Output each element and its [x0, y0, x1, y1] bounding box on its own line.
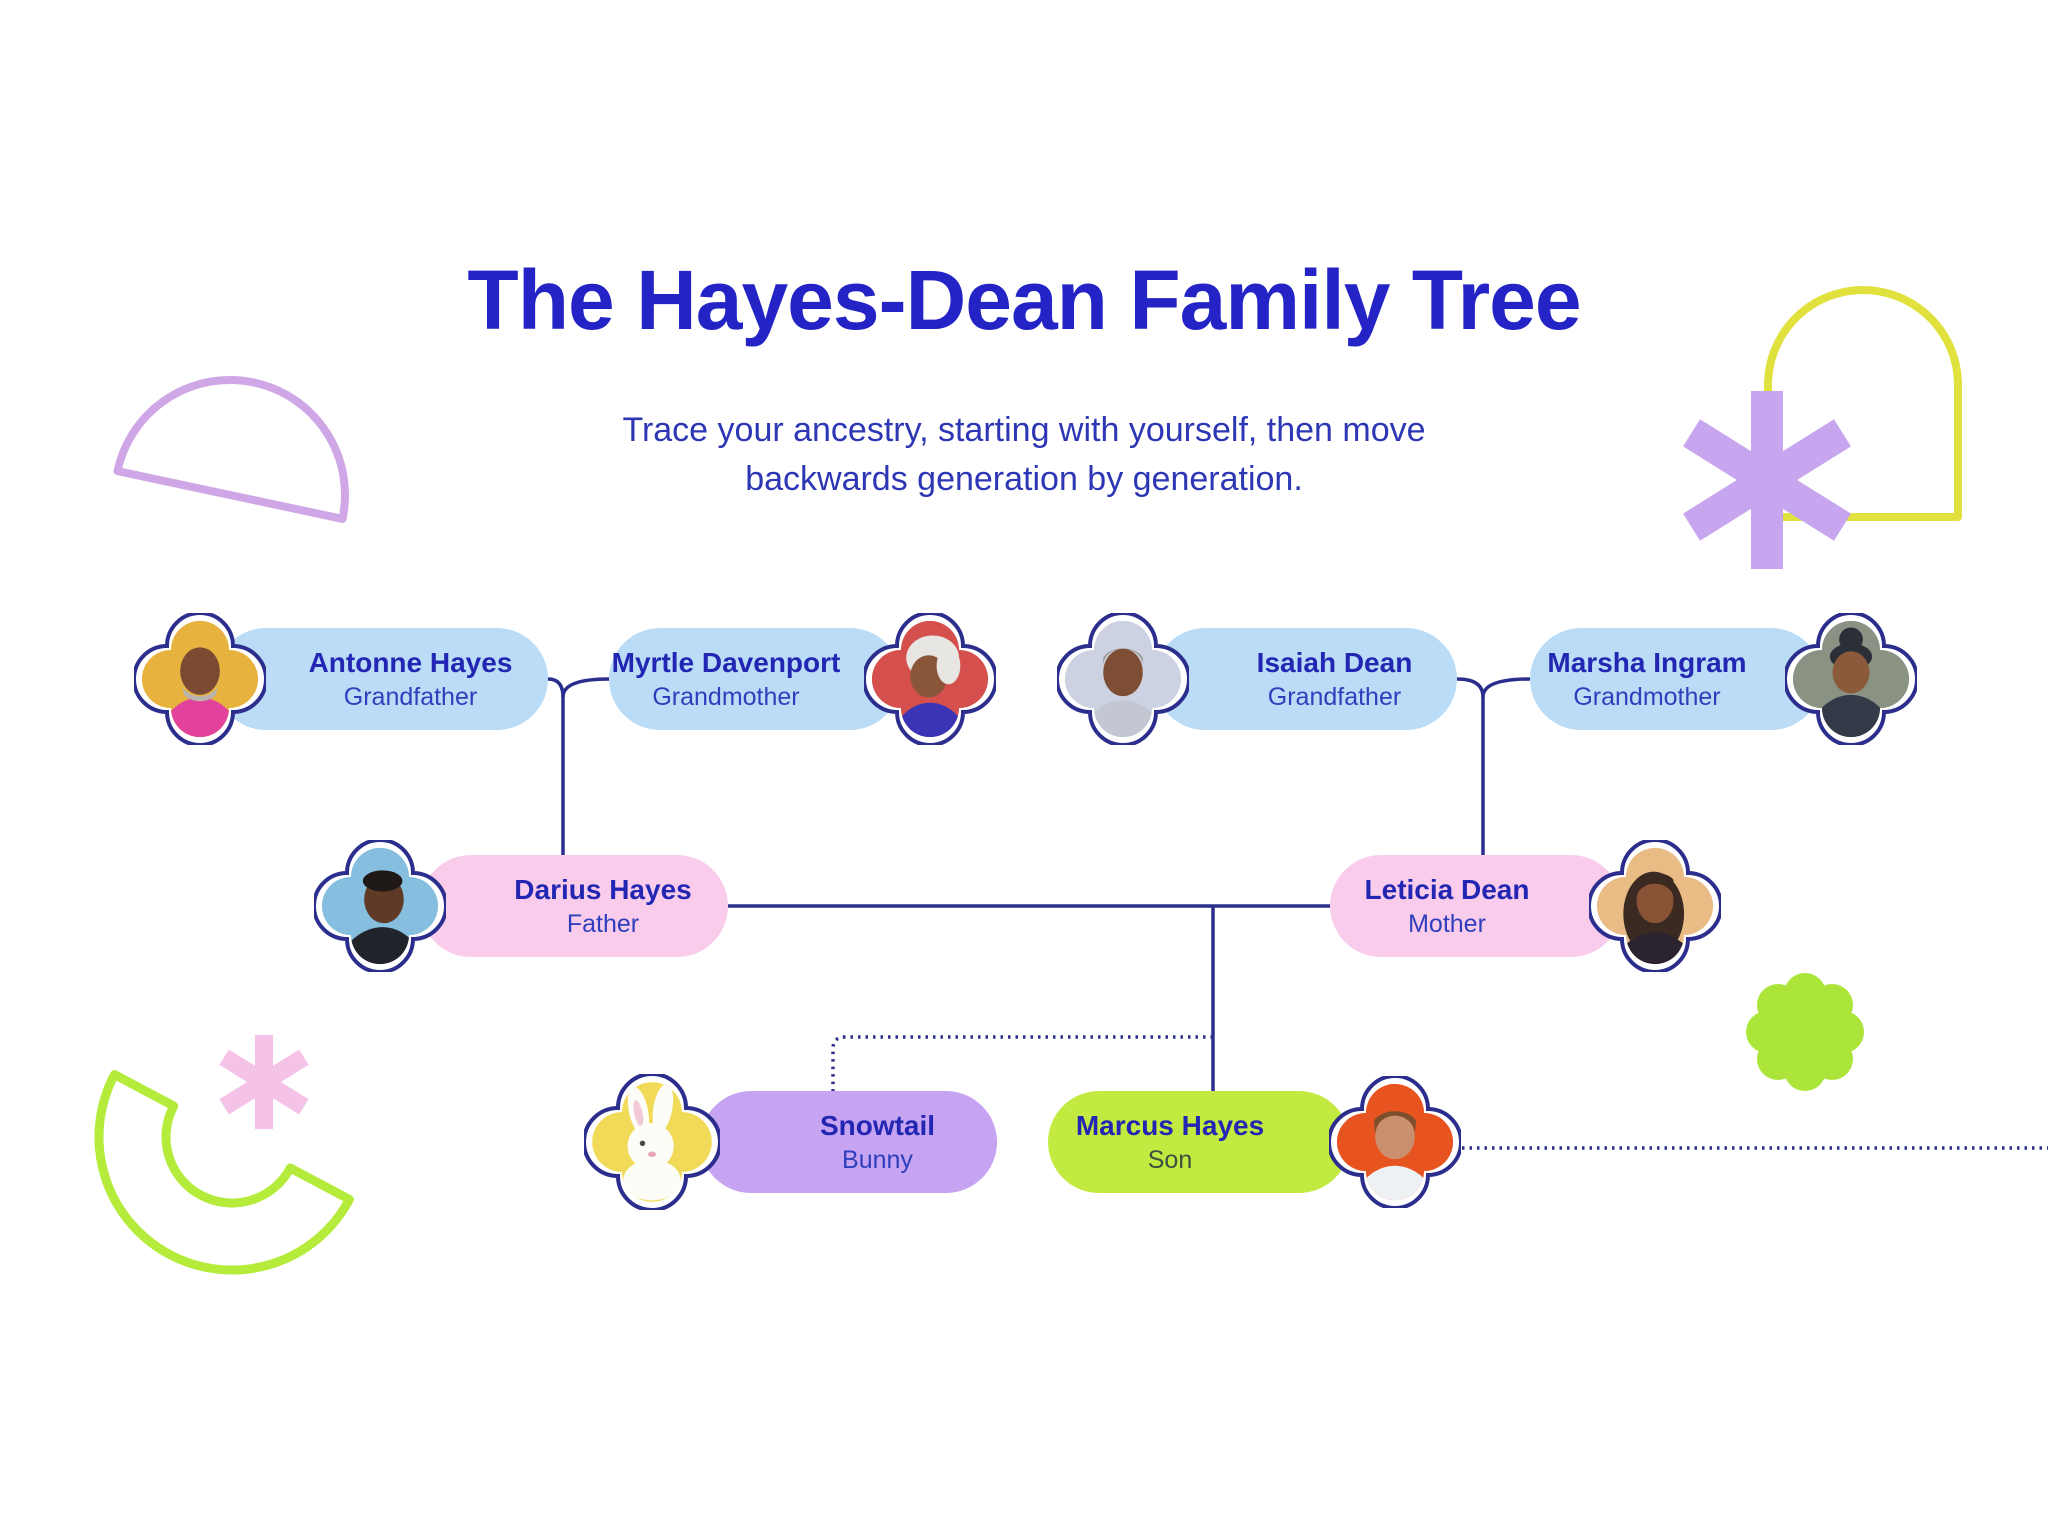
- marsha-ingram-photo: [1785, 613, 1917, 745]
- member-role: Father: [566, 909, 640, 938]
- member-name: Antonne Hayes: [308, 646, 513, 678]
- member-card-marcus-hayes: Marcus Hayes Son: [1048, 1091, 1350, 1193]
- member-role: Bunny: [842, 1145, 913, 1174]
- arch-outline-shape: [1764, 286, 1962, 521]
- semicircle-outline-shape: [113, 376, 349, 523]
- member-name: Isaiah Dean: [1256, 646, 1413, 678]
- member-name: Darius Hayes: [514, 873, 692, 905]
- member-card-antonne-hayes: Antonne Hayes Grandfather: [215, 628, 548, 730]
- leticia-dean-photo: [1589, 840, 1721, 972]
- page-title: The Hayes-Dean Family Tree: [467, 253, 1581, 347]
- lime-crescent-outline-shape: [94, 1070, 354, 1275]
- page-subtitle: Trace your ancestry, starting with yours…: [0, 406, 2048, 505]
- member-role: Grandmother: [652, 682, 800, 711]
- member-card-myrtle-davenport: Myrtle Davenport Grandmother: [609, 628, 901, 730]
- purple-asterisk-shape: [1683, 391, 1851, 569]
- member-card-marsha-ingram: Marsha Ingram Grandmother: [1530, 628, 1822, 730]
- lime-flower-shape: [1746, 973, 1864, 1091]
- member-card-leticia-dean: Leticia Dean Mother: [1330, 855, 1622, 957]
- darius-hayes-photo: [314, 840, 446, 972]
- member-name: Myrtle Davenport: [611, 646, 841, 678]
- member-role: Grandmother: [1573, 682, 1721, 711]
- member-role: Mother: [1408, 909, 1486, 938]
- snowtail-photo: [584, 1074, 720, 1210]
- isaiah-dean-photo: [1057, 613, 1189, 745]
- member-role: Grandfather: [1267, 682, 1402, 711]
- member-card-darius-hayes: Darius Hayes Father: [420, 855, 728, 957]
- member-name: Marcus Hayes: [1075, 1109, 1265, 1141]
- marcus-hayes-photo: [1329, 1076, 1461, 1208]
- antonne-hayes-photo: [134, 613, 266, 745]
- member-name: Marsha Ingram: [1547, 646, 1747, 678]
- myrtle-davenport-photo: [864, 613, 996, 745]
- member-card-isaiah-dean: Isaiah Dean Grandfather: [1154, 628, 1457, 730]
- subtitle-line-1: Trace your ancestry, starting with yours…: [622, 411, 1426, 449]
- subtitle-line-2: backwards generation by generation.: [745, 460, 1303, 499]
- pink-asterisk-shape: [219, 1035, 309, 1129]
- member-role: Grandfather: [343, 682, 478, 711]
- member-name: Leticia Dean: [1364, 873, 1530, 905]
- member-card-snowtail: Snowtail Bunny: [700, 1091, 997, 1193]
- member-role: Son: [1147, 1145, 1193, 1174]
- member-name: Snowtail: [819, 1109, 936, 1141]
